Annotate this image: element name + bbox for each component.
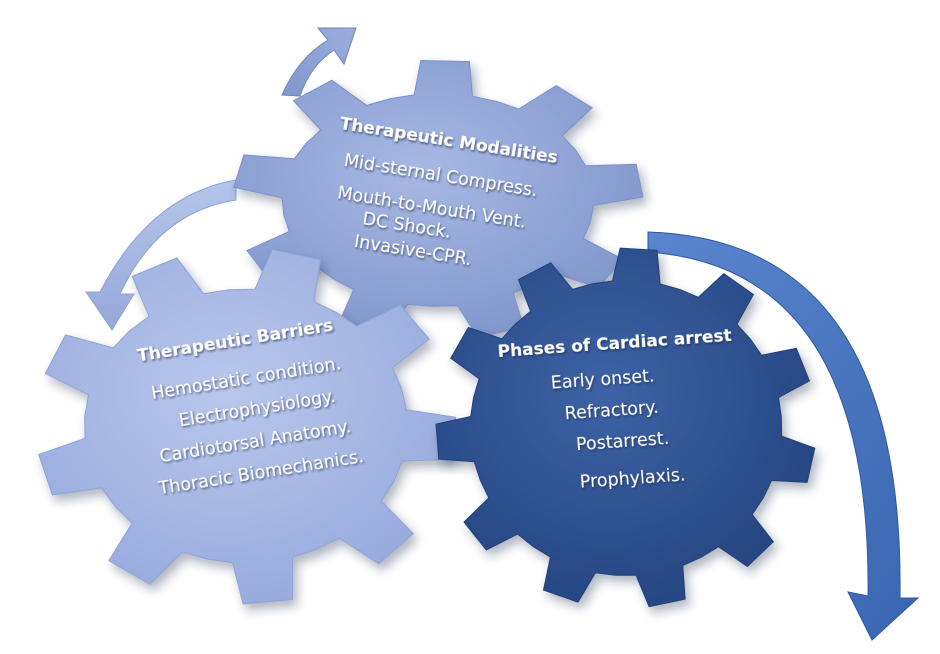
arrow-top <box>281 27 357 97</box>
gear-phases-of-cardiac-arrest: Phases of Cardiac arrest Early onset. Re… <box>435 247 816 608</box>
arrow-right <box>647 231 920 641</box>
arrow-left <box>85 179 237 331</box>
gear-phases-of-cardiac-arrest-shape <box>435 247 816 608</box>
gear-therapeutic-barriers: Therapeutic Barriers Hemostatic conditio… <box>38 248 457 605</box>
gear-therapeutic-barriers-shape <box>38 248 457 605</box>
